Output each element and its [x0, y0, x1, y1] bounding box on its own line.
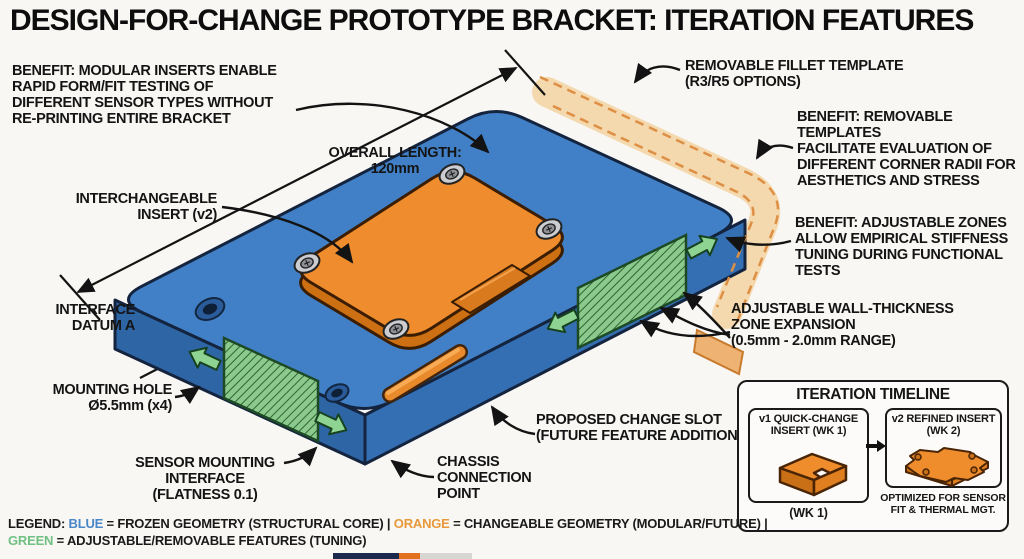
leader-arrows: [174, 62, 794, 479]
callout-overall-length: OVERALL LENGTH: 120mm: [328, 145, 462, 177]
color-legend: LEGEND: BLUE = FROZEN GEOMETRY (STRUCTUR…: [8, 516, 1008, 550]
v2-insert-illustration: [905, 447, 989, 487]
callout-adjustable-wall: ADJUSTABLE WALL-THICKNESS ZONE EXPANSION…: [731, 301, 954, 349]
callout-mounting-hole: MOUNTING HOLE Ø5.5mm (x4): [52, 382, 173, 414]
callout-benefit-adjustable: BENEFIT: ADJUSTABLE ZONES ALLOW EMPIRICA…: [795, 215, 1008, 279]
scrubber-bar-segment: [333, 553, 399, 559]
callout-removable-fillet: REMOVABLE FILLET TEMPLATE (R3/R5 OPTIONS…: [685, 58, 904, 90]
callout-proposed-slot: PROPOSED CHANGE SLOT (FUTURE FEATURE ADD…: [536, 412, 742, 444]
fillet-template-band: [532, 77, 781, 329]
fillet-template-dashes: [539, 75, 780, 323]
legend-orange-word: ORANGE: [393, 516, 450, 531]
interchangeable-insert: [299, 170, 564, 350]
callout-interchangeable-insert: INTERCHANGEABLE INSERT (v2): [75, 191, 218, 223]
legend-orange-desc: = CHANGEABLE GEOMETRY (MODULAR/FUTURE) |: [453, 516, 768, 531]
v1-insert-illustration: [778, 452, 848, 497]
page-title: DESIGN-FOR-CHANGE PROTOTYPE BRACKET: ITE…: [10, 4, 974, 37]
v2-caption: OPTIMIZED FOR SENSOR FIT & THERMAL MGT.: [880, 492, 1006, 517]
legend-blue-desc: = FROZEN GEOMETRY (STRUCTURAL CORE) |: [106, 516, 391, 531]
scrubber-bar-track: [420, 553, 472, 559]
timeline-card-v2: v2 REFINED INSERT (WK 2): [885, 408, 1002, 488]
adjustable-zone-left: [222, 336, 320, 443]
legend-green-desc: = ADJUSTABLE/REMOVABLE FEATURES (TUNING): [56, 532, 367, 548]
timeline-arrow-icon: [866, 440, 886, 452]
scrubber-bar-playhead: [399, 553, 420, 559]
legend-blue-word: BLUE: [68, 516, 104, 531]
timeline-title: ITERATION TIMELINE: [796, 386, 950, 403]
mounting-hole-front: [324, 383, 350, 403]
callout-benefit-removable: BENEFIT: REMOVABLE TEMPLATES FACILITATE …: [797, 109, 1016, 189]
callout-interface-datum: INTERFACE DATUM A: [55, 302, 136, 334]
overall-length-dimension: [59, 49, 546, 321]
v2-label: v2 REFINED INSERT (WK 2): [891, 413, 996, 438]
iteration-timeline-panel: ITERATION TIMELINE v1 QUICK-CHANGE INSER…: [737, 380, 1009, 532]
legend-prefix: LEGEND:: [8, 516, 66, 531]
v1-caption: (WK 1): [789, 506, 828, 520]
legend-line-1: LEGEND: BLUE = FROZEN GEOMETRY (STRUCTUR…: [8, 516, 1008, 533]
mounting-hole-top-left: [194, 297, 226, 321]
legend-green-word: GREEN: [8, 532, 54, 548]
fillet-template-corner-piece: [692, 328, 745, 376]
proposed-change-slot: [382, 344, 468, 403]
v1-label: v1 QUICK-CHANGE INSERT (WK 1): [758, 413, 859, 438]
timeline-card-v1: v1 QUICK-CHANGE INSERT (WK 1): [748, 408, 869, 503]
callout-chassis: CHASSIS CONNECTION POINT: [437, 454, 532, 502]
legend-line-2: GREEN = ADJUSTABLE/REMOVABLE FEATURES (T…: [8, 533, 1008, 550]
callout-sensor-mounting: SENSOR MOUNTING INTERFACE (FLATNESS 0.1): [135, 455, 275, 503]
callout-benefit-modular: BENEFIT: MODULAR INSERTS ENABLE RAPID FO…: [12, 63, 277, 127]
insert-screws: [293, 163, 563, 340]
